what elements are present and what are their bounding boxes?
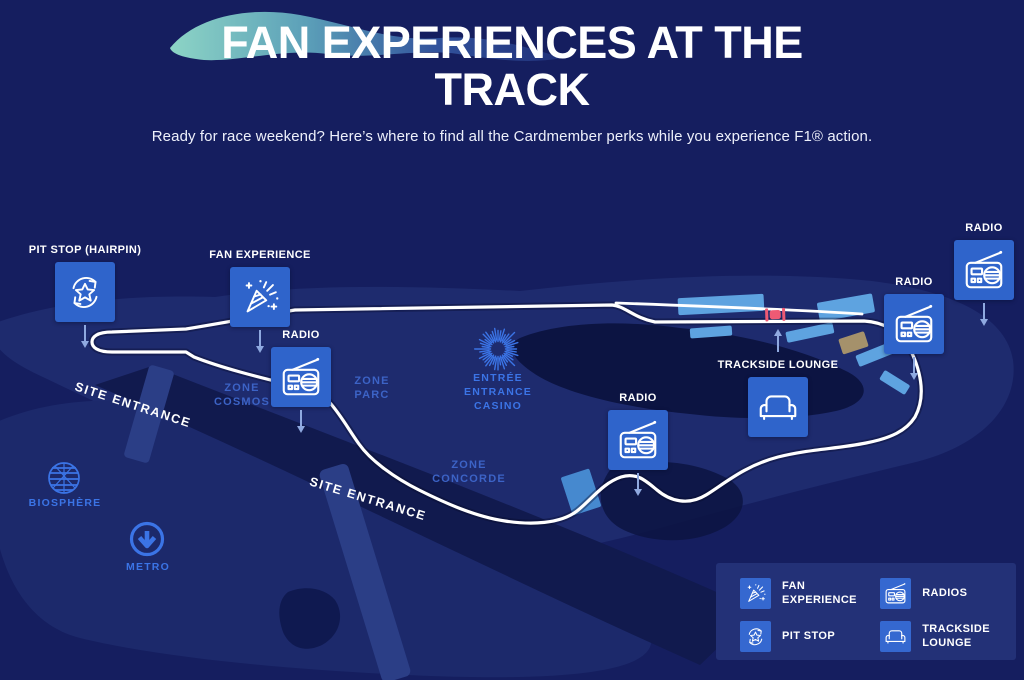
title-line-1: FAN EXPERIENCES AT THE bbox=[221, 17, 803, 68]
trackside-lounge-icon bbox=[748, 377, 808, 437]
basin-south-lobe bbox=[600, 461, 743, 541]
bridge-road-west bbox=[124, 365, 174, 463]
wave-ribbon-decoration bbox=[170, 11, 562, 61]
casino-entrance-icon bbox=[474, 327, 519, 371]
tan-building bbox=[838, 331, 869, 355]
marker-radio-east: RADIO bbox=[954, 222, 1014, 326]
marker-pit-stop-hairpin: PIT STOP (HAIRPIN) bbox=[29, 244, 141, 348]
marker-radio-zone-cosmos: RADIO bbox=[271, 329, 331, 433]
pointer-arrow-up-icon bbox=[773, 329, 782, 352]
legend-label: TRACKSIDE LOUNGE bbox=[922, 622, 990, 649]
water-channel bbox=[95, 366, 757, 665]
legend: FAN EXPERIENCE RADIOS PIT STOP TRACKSIDE… bbox=[716, 563, 1016, 660]
marker-fan-experience: FAN EXPERIENCE bbox=[209, 249, 310, 353]
pit-stop-icon bbox=[55, 262, 115, 322]
pointer-arrow-down-icon bbox=[255, 330, 264, 353]
legend-label: FAN EXPERIENCE bbox=[782, 579, 857, 606]
pointer-arrow-down-icon bbox=[633, 473, 642, 496]
marker-radio-zone-concorde: RADIO bbox=[608, 392, 668, 496]
pointer-arrow-down-icon bbox=[80, 325, 89, 348]
bridge-road-south bbox=[319, 463, 411, 680]
legend-label: RADIOS bbox=[922, 586, 968, 599]
pointer-arrow-down-icon bbox=[979, 303, 988, 326]
radio-icon bbox=[880, 578, 912, 609]
marker-radio-pit-straight: RADIO bbox=[884, 276, 944, 380]
page-title: FAN EXPERIENCES AT THE TRACK bbox=[0, 17, 1024, 115]
legend-item-radios: RADIOS bbox=[880, 578, 1008, 609]
radio-icon bbox=[884, 294, 944, 354]
title-line-2: TRACK bbox=[434, 63, 590, 115]
marker-trackside-lounge: TRACKSIDE LOUNGE bbox=[718, 329, 838, 437]
lower-island bbox=[0, 400, 652, 678]
zone-cosmos-label: ZONE COSMOS bbox=[213, 382, 271, 409]
pit-stop-icon bbox=[740, 621, 771, 652]
marker-label: PIT STOP (HAIRPIN) bbox=[28, 244, 142, 256]
metro-icon bbox=[129, 521, 165, 557]
pointer-arrow-down-icon bbox=[296, 410, 305, 433]
casino-entrance-label: ENTRÉE ENTRANCE CASINO bbox=[464, 372, 532, 413]
radio-icon bbox=[954, 240, 1014, 300]
page-subtitle: Ready for race weekend? Here’s where to … bbox=[151, 127, 873, 145]
pond bbox=[279, 588, 341, 649]
marker-label: FAN EXPERIENCE bbox=[209, 249, 311, 261]
metro-label: METRO bbox=[126, 561, 170, 573]
legend-item-pit-stop: PIT STOP bbox=[740, 621, 874, 652]
legend-item-trackside-lounge: TRACKSIDE LOUNGE bbox=[880, 621, 1008, 652]
biosphere-icon bbox=[48, 462, 80, 494]
marker-label: TRACKSIDE LOUNGE bbox=[717, 359, 839, 371]
zone-parc-label: ZONE PARC bbox=[354, 375, 390, 402]
marker-label: RADIO bbox=[619, 392, 657, 404]
zone-concorde-label: ZONE CONCORDE bbox=[432, 459, 506, 486]
biosphere-label: BIOSPHÈRE bbox=[28, 497, 102, 509]
legend-label: PIT STOP bbox=[782, 629, 836, 642]
legend-item-fan-experience: FAN EXPERIENCE bbox=[740, 578, 874, 609]
pointer-arrow-down-icon bbox=[909, 357, 918, 380]
radio-icon bbox=[271, 347, 331, 407]
header: FAN EXPERIENCES AT THE TRACK Ready for r… bbox=[0, 17, 1024, 145]
fan-experience-icon bbox=[230, 267, 290, 327]
race-car-icon bbox=[765, 307, 786, 322]
marker-label: RADIO bbox=[282, 329, 320, 341]
trackside-lounge-icon bbox=[880, 621, 912, 652]
fan-experience-icon bbox=[740, 578, 771, 609]
marker-label: RADIO bbox=[965, 222, 1003, 234]
radio-icon bbox=[608, 410, 668, 470]
pit-lane-line bbox=[614, 301, 864, 316]
marker-label: RADIO bbox=[895, 276, 933, 288]
